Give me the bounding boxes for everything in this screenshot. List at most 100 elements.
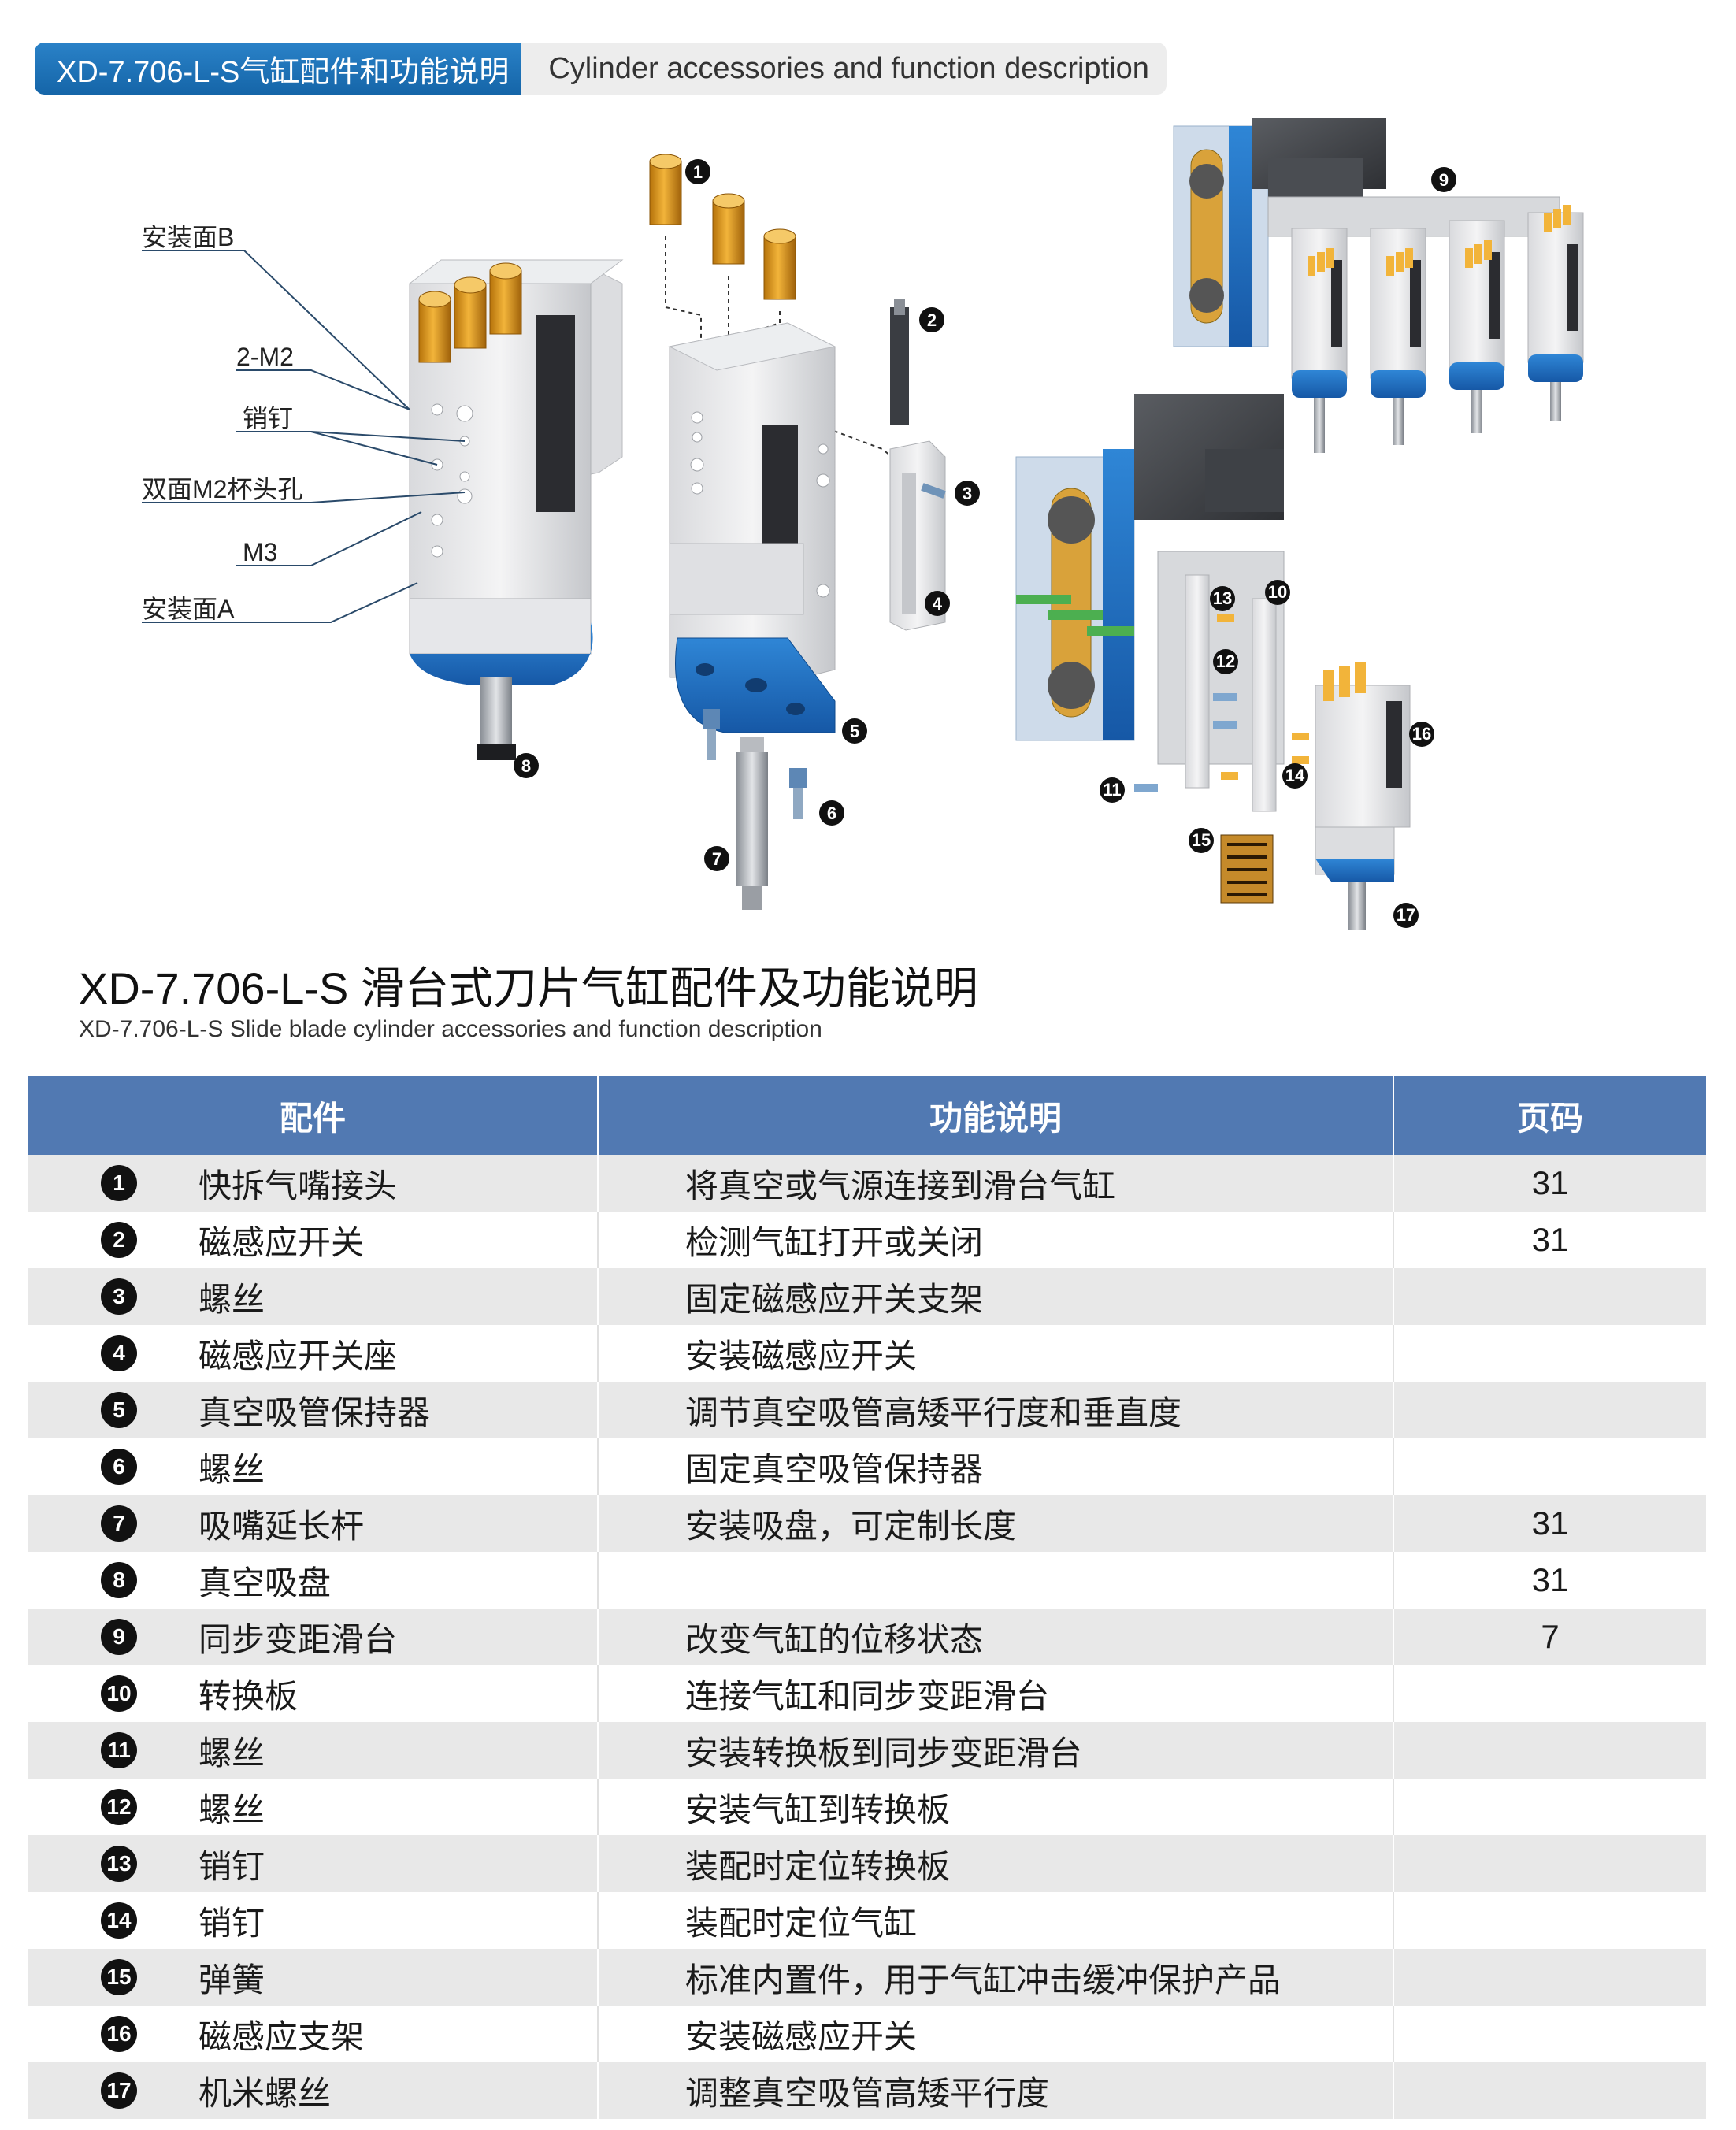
- badge-13: 13: [1210, 586, 1235, 611]
- page-number: 31: [1393, 1212, 1706, 1268]
- badge-9: 9: [1431, 167, 1456, 192]
- part-name: 同步变距滑台: [198, 1620, 398, 1658]
- row-number-badge: 6: [101, 1449, 137, 1485]
- svg-text:16: 16: [1412, 724, 1431, 744]
- part-function: 固定磁感应开关支架: [598, 1268, 1394, 1325]
- svg-text:9: 9: [1439, 170, 1449, 190]
- badge-2: 2: [919, 307, 944, 332]
- svg-text:13: 13: [1213, 588, 1232, 608]
- part-name: 螺丝: [198, 1734, 265, 1772]
- svg-text:1: 1: [693, 162, 703, 182]
- part-name: 磁感应开关座: [198, 1337, 398, 1375]
- part-function: 固定真空吸管保持器: [598, 1438, 1394, 1495]
- badge-1: 1: [685, 159, 710, 184]
- svg-text:6: 6: [827, 803, 836, 823]
- page-number: [1393, 1892, 1706, 1949]
- badge-8: 8: [514, 753, 539, 778]
- badge-4: 4: [925, 591, 950, 616]
- part-name: 转换板: [198, 1677, 299, 1715]
- row-number-badge: 10: [101, 1675, 137, 1712]
- row-number-badge: 12: [101, 1789, 137, 1825]
- callout-mount-face-b: 安装面B: [142, 223, 234, 251]
- callout-mount-face-a: 安装面A: [142, 595, 235, 623]
- svg-text:12: 12: [1216, 651, 1235, 671]
- page-number: [1393, 1325, 1706, 1382]
- svg-text:15: 15: [1192, 830, 1211, 850]
- table-header-row: 配件 功能说明 页码: [28, 1076, 1706, 1155]
- part-function: 检测气缸打开或关闭: [598, 1212, 1394, 1268]
- badge-12: 12: [1213, 649, 1238, 674]
- part-name: 真空吸盘: [198, 1564, 332, 1601]
- section-subtitle: XD-7.706-L-S Slide blade cylinder access…: [79, 1016, 822, 1042]
- part-function: 将真空或气源连接到滑台气缸: [598, 1155, 1394, 1212]
- svg-text:2: 2: [927, 310, 937, 330]
- assembled-cylinder: [408, 259, 624, 760]
- header-part: 配件: [28, 1076, 599, 1155]
- part-name: 吸嘴延长杆: [198, 1507, 365, 1545]
- part-name: 快拆气嘴接头: [198, 1167, 398, 1204]
- part-function: 安装转换板到同步变距滑台: [598, 1722, 1394, 1779]
- badge-3: 3: [955, 481, 980, 506]
- svg-text:14: 14: [1285, 766, 1305, 785]
- row-number-badge: 16: [101, 2016, 137, 2052]
- callout-2-m2: 2-M2: [236, 343, 294, 371]
- table-row: 4 磁感应开关座 安装磁感应开关: [28, 1325, 1706, 1382]
- part-function: 安装磁感应开关: [598, 1325, 1394, 1382]
- page-number: [1393, 1722, 1706, 1779]
- header-title-cn: XD-7.706-L-S气缸配件和功能说明: [35, 43, 532, 95]
- exploded-parts: [649, 154, 946, 910]
- part-function: 装配时定位气缸: [598, 1892, 1394, 1949]
- page-number: 31: [1393, 1155, 1706, 1212]
- part-name: 螺丝: [198, 1280, 265, 1318]
- row-number-badge: 15: [101, 1959, 137, 1995]
- part-function: 安装磁感应开关: [598, 2006, 1394, 2062]
- row-number-badge: 13: [101, 1846, 137, 1882]
- page-number: 7: [1393, 1609, 1706, 1665]
- svg-text:8: 8: [521, 756, 531, 776]
- badge-5: 5: [842, 718, 867, 744]
- part-function: 安装气缸到转换板: [598, 1779, 1394, 1835]
- callout-m2-cup-hole: 双面M2杯头孔: [142, 475, 302, 503]
- part-name: 螺丝: [198, 1450, 265, 1488]
- header-function: 功能说明: [598, 1076, 1394, 1155]
- badge-16: 16: [1409, 722, 1434, 747]
- row-number-badge: 11: [101, 1732, 137, 1768]
- part-name: 销钉: [198, 1847, 265, 1885]
- callout-m3: M3: [243, 538, 277, 566]
- page-number: 31: [1393, 1552, 1706, 1609]
- row-number-badge: 4: [101, 1335, 137, 1371]
- svg-text:11: 11: [1103, 780, 1121, 800]
- part-function: [598, 1552, 1394, 1609]
- table-row: 11 螺丝 安装转换板到同步变距滑台: [28, 1722, 1706, 1779]
- part-name: 销钉: [198, 1904, 265, 1942]
- row-number-badge: 9: [101, 1619, 137, 1655]
- page-number: [1393, 1382, 1706, 1438]
- svg-text:5: 5: [850, 722, 859, 741]
- page-number: 31: [1393, 1495, 1706, 1552]
- part-function: 标准内置件，用于气缸冲击缓冲保护产品: [598, 1949, 1394, 2006]
- svg-text:3: 3: [963, 484, 972, 503]
- page-number: [1393, 1268, 1706, 1325]
- row-number-badge: 5: [101, 1392, 137, 1428]
- page-number: [1393, 1835, 1706, 1892]
- diagram-number-badges: 1 2 3 4 5 6 7 8 9 10 11 12 13 14 15 16 1…: [514, 159, 1456, 928]
- page-number: [1393, 2062, 1706, 2119]
- row-number-badge: 8: [101, 1562, 137, 1598]
- part-name: 真空吸管保持器: [198, 1393, 431, 1431]
- svg-text:10: 10: [1268, 582, 1287, 602]
- page-number: [1393, 1438, 1706, 1495]
- row-number-badge: 1: [101, 1165, 137, 1201]
- sync-stage-top: [1173, 118, 1584, 453]
- part-function: 改变气缸的位移状态: [598, 1609, 1394, 1665]
